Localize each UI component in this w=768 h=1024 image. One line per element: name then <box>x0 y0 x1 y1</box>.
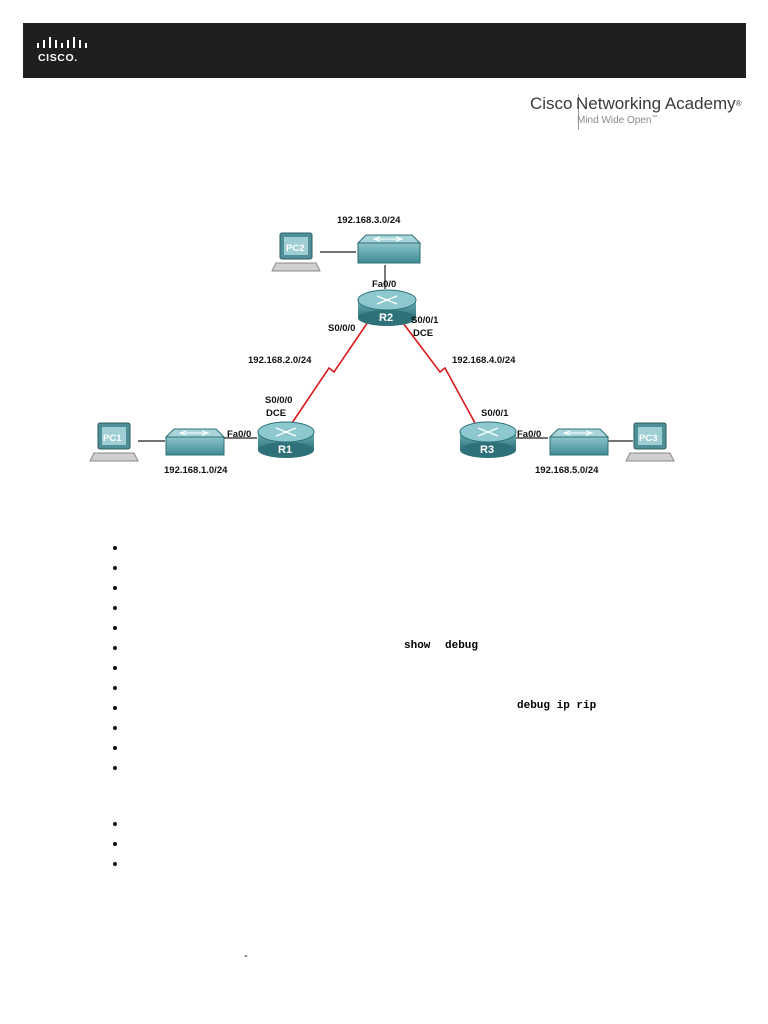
list-item: debug ip rip <box>113 700 673 720</box>
r1-fa-label: Fa0/0 <box>227 429 251 440</box>
list-item <box>113 740 673 760</box>
net-lan-r3: 192.168.5.0/24 <box>535 465 599 476</box>
code-show: show <box>404 640 431 652</box>
bullet-icon <box>113 606 117 610</box>
list-item <box>113 580 673 600</box>
r1-label: R1 <box>278 444 292 456</box>
pc1-label: PC1 <box>103 433 122 444</box>
list-item <box>113 620 673 640</box>
bullet-icon <box>113 646 117 650</box>
academy-tagline: Mind Wide Open <box>577 115 652 126</box>
r2-dce-label: DCE <box>413 328 433 339</box>
bullet-icon <box>113 706 117 710</box>
pc2-icon: PC2 <box>271 232 321 272</box>
pc2-label: PC2 <box>286 243 304 254</box>
r2-fa-label: Fa0/0 <box>372 279 396 290</box>
objectives-list: show debug debug ip rip <box>113 540 673 780</box>
stray-mark: - <box>244 950 248 962</box>
list-item: show debug <box>113 640 673 660</box>
ethernet-cables <box>138 251 633 442</box>
scenario-list <box>113 816 673 876</box>
bullet-icon <box>113 686 117 690</box>
bullet-icon <box>113 726 117 730</box>
net-lan-r2: 192.168.3.0/24 <box>337 215 401 226</box>
pc3-label: PC3 <box>639 433 657 444</box>
bullet-icon <box>113 862 117 866</box>
list-item <box>113 816 673 836</box>
net-wan-r2-r3: 192.168.4.0/24 <box>452 355 516 366</box>
bullet-icon <box>113 586 117 590</box>
bullet-icon <box>113 842 117 846</box>
pc1-icon: PC1 <box>89 422 139 462</box>
cisco-banner: CISCO. <box>23 23 746 78</box>
r3-label: R3 <box>480 444 494 456</box>
router-r3-icon: R3 <box>459 421 517 458</box>
bullet-icon <box>113 822 117 826</box>
list-item <box>113 760 673 780</box>
bullet-icon <box>113 566 117 570</box>
code-debug-ip-rip: debug ip rip <box>517 700 597 712</box>
list-item <box>113 540 673 560</box>
net-lan-r1: 192.168.1.0/24 <box>164 465 228 476</box>
r3-s001-label: S0/0/1 <box>481 408 509 419</box>
switch-r2-lan-icon <box>356 234 422 264</box>
bullet-icon <box>113 746 117 750</box>
registered-mark: ® <box>735 99 742 108</box>
router-r1-icon: R1 <box>257 421 315 458</box>
list-item <box>113 720 673 740</box>
switch-r1-lan-icon <box>164 428 226 456</box>
list-item <box>113 836 673 856</box>
academy-brand: Cisco <box>530 94 573 113</box>
academy-product: Networking Academy <box>576 94 736 113</box>
networking-academy-logo: Cisco Networking Academy® Mind Wide Open… <box>530 92 750 132</box>
list-item <box>113 600 673 620</box>
cisco-logo: CISCO. <box>37 37 89 67</box>
router-r2-icon: R2 <box>357 289 417 326</box>
r3-fa-label: Fa0/0 <box>517 429 541 440</box>
serial-links <box>291 318 476 424</box>
r1-s000-label: S0/0/0 <box>265 395 292 406</box>
r1-dce-label: DCE <box>266 408 286 419</box>
bullet-icon <box>113 546 117 550</box>
cisco-bridge-icon <box>37 37 87 48</box>
list-item <box>113 560 673 580</box>
list-item <box>113 856 673 876</box>
switch-r3-lan-icon <box>548 428 610 456</box>
pc3-icon: PC3 <box>625 422 675 462</box>
list-item <box>113 680 673 700</box>
code-debug: debug <box>445 640 479 652</box>
list-item <box>113 660 673 680</box>
bullet-icon <box>113 666 117 670</box>
network-topology-diagram: PC2 R2 PC1 R1 R3 <box>89 215 675 476</box>
r2-s000-label: S0/0/0 <box>328 323 355 334</box>
bullet-icon <box>113 766 117 770</box>
r2-s001-label: S0/0/1 <box>411 315 439 326</box>
net-wan-r1-r2: 192.168.2.0/24 <box>248 355 312 366</box>
trademark-mark: ™ <box>651 115 658 121</box>
bullet-icon <box>113 626 117 630</box>
r2-label: R2 <box>379 312 393 324</box>
cisco-wordmark: CISCO. <box>38 52 78 64</box>
